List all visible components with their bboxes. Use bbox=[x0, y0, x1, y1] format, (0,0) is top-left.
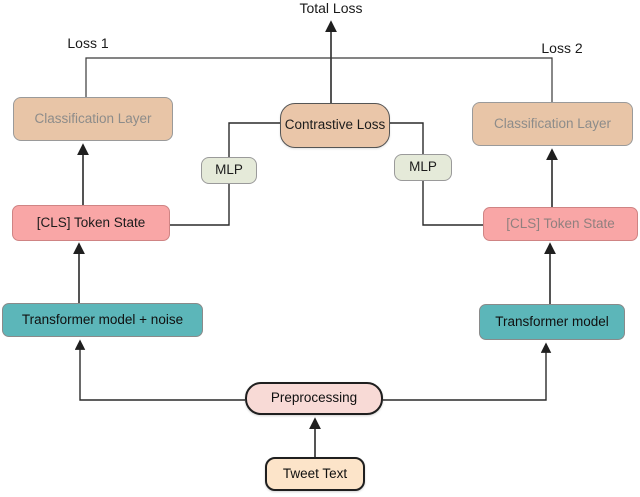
node-preprocessing: Preprocessing bbox=[245, 382, 383, 415]
line-contrastive-to-mlp-left bbox=[228, 122, 280, 157]
node-cls-token-state-right-label: [CLS] Token State bbox=[506, 215, 615, 231]
node-transformer-right-label: Transformer model bbox=[495, 313, 609, 329]
node-mlp-left: MLP bbox=[201, 157, 257, 184]
loss1-label: Loss 1 bbox=[67, 35, 109, 51]
line-contrastive-to-mlp-right bbox=[390, 122, 424, 154]
node-classification-layer-left: Classification Layer bbox=[13, 97, 173, 141]
loss2-label: Loss 2 bbox=[541, 40, 583, 56]
node-classification-layer-right: Classification Layer bbox=[472, 102, 633, 146]
node-classification-layer-right-label: Classification Layer bbox=[493, 115, 612, 131]
line-loss-rail bbox=[85, 57, 553, 103]
node-transformer-left: Transformer model + noise bbox=[2, 303, 203, 337]
total-loss-label: Total Loss bbox=[299, 0, 363, 16]
arrow-preprocessing-to-transformer-left bbox=[74, 339, 245, 401]
node-preprocessing-label: Preprocessing bbox=[270, 390, 358, 406]
node-mlp-right: MLP bbox=[394, 154, 452, 181]
node-contrastive-loss: Contrastive Loss bbox=[280, 103, 390, 148]
node-tweet-text: Tweet Text bbox=[265, 457, 365, 491]
line-mlp-left-to-cls-left bbox=[170, 184, 230, 226]
node-cls-token-state-left: [CLS] Token State bbox=[12, 205, 170, 241]
node-transformer-left-label: Transformer model + noise bbox=[21, 311, 184, 327]
node-tweet-text-label: Tweet Text bbox=[282, 465, 348, 481]
node-mlp-right-label: MLP bbox=[409, 159, 437, 175]
node-transformer-right: Transformer model bbox=[479, 304, 625, 340]
node-mlp-left-label: MLP bbox=[215, 162, 243, 178]
node-contrastive-loss-label: Contrastive Loss bbox=[284, 117, 386, 133]
node-cls-token-state-right: [CLS] Token State bbox=[483, 207, 638, 241]
node-classification-layer-left-label: Classification Layer bbox=[34, 110, 152, 126]
arrow-preprocessing-to-transformer-right bbox=[383, 342, 552, 401]
line-mlp-right-to-cls-right bbox=[422, 181, 483, 226]
node-cls-token-state-left-label: [CLS] Token State bbox=[36, 214, 146, 230]
